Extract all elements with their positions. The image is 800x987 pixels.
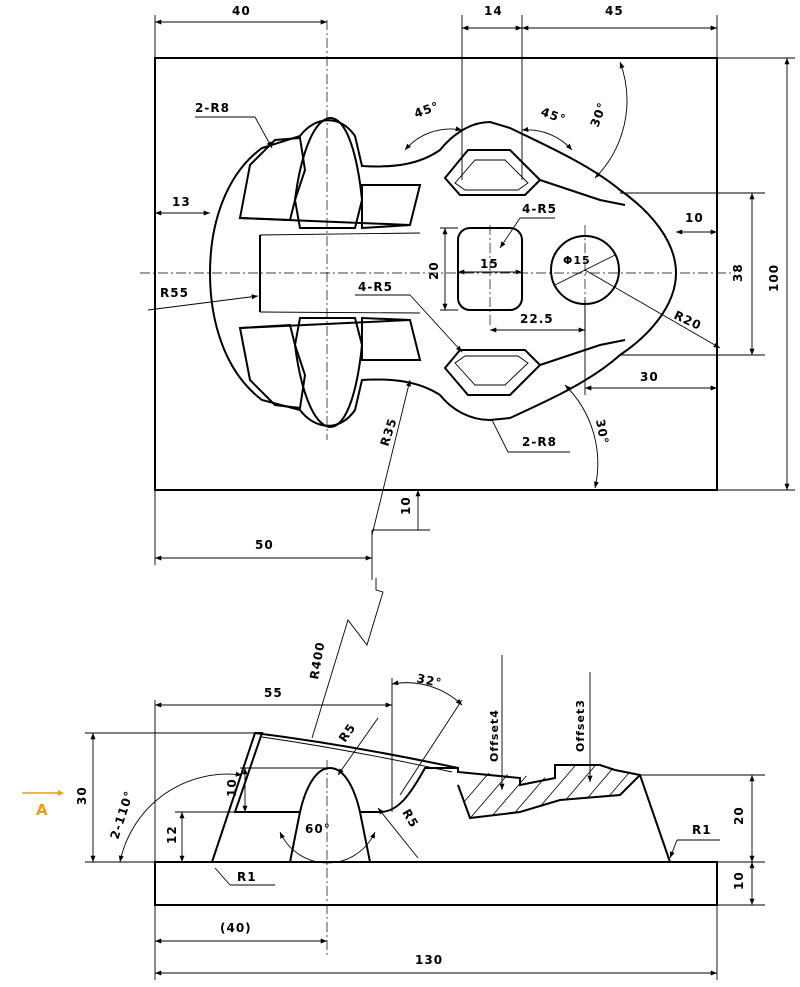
dim-10-base: 10: [732, 871, 746, 890]
lower-dome: [293, 317, 364, 429]
r400-arc: [254, 732, 459, 769]
label-r35: R35: [378, 416, 400, 448]
dim-15-slot: 15: [480, 257, 499, 271]
leader-line: [214, 867, 231, 886]
angle-arc-32: [391, 680, 463, 706]
leader-line: [147, 294, 259, 311]
upper-pocket-inner: [454, 159, 529, 191]
label-2-r8-bottom: 2-R8: [522, 435, 557, 449]
upper-pocket: [443, 149, 542, 196]
angle-30-bottom: 30°: [593, 418, 611, 446]
angle-arc-45-left: [404, 126, 463, 151]
r400-leader: [311, 578, 384, 739]
upper-dome: [293, 116, 364, 229]
leader-line: [371, 379, 411, 536]
dim-20-side: 20: [732, 806, 746, 825]
plate-outline: [154, 57, 718, 491]
leader-line: [254, 116, 273, 149]
angle-arc-45-right: [521, 126, 573, 151]
lower-wedge: [361, 316, 422, 361]
upper-wedge: [361, 184, 422, 230]
label-r1-right: R1: [692, 823, 712, 837]
leader-line: [337, 717, 379, 776]
dim-130: 130: [415, 953, 443, 967]
lower-lobe: [238, 323, 307, 410]
dim-45: 45: [605, 4, 624, 18]
angle-arc-30-bottom: [564, 384, 599, 489]
dim-12: 12: [165, 825, 179, 844]
label-phi15: Φ15: [563, 254, 591, 267]
label-r5-top: R5: [336, 721, 359, 745]
top-view: 40 14 45 45° 45° 30° 2-R8 13 R55 4-R5: [140, 4, 795, 580]
right-wing-upper: [539, 179, 626, 206]
angle-45-left: 45°: [412, 99, 441, 121]
ext-line: [399, 699, 463, 796]
angle-arc-30-top: [594, 61, 628, 179]
dim-38: 38: [731, 263, 745, 282]
leader-line: [377, 807, 419, 859]
leader-line: [669, 839, 678, 859]
view-marker-a: A: [36, 801, 48, 819]
r400-arc-inner: [261, 736, 453, 773]
label-r55: R55: [160, 286, 189, 300]
label-4-r5-top: 4-R5: [522, 202, 557, 216]
dim-10-right: 10: [685, 211, 704, 225]
label-offset3: Offset3: [574, 699, 587, 752]
angle-60: 60°: [305, 822, 331, 836]
label-r5-bottom: R5: [399, 807, 421, 831]
lower-inner-edge2: [259, 311, 421, 314]
lower-pocket: [443, 349, 542, 396]
upper-lobe: [238, 136, 307, 222]
dim-30: 30: [640, 370, 659, 384]
dim-22-5: 22.5: [520, 312, 554, 326]
hatched-outline: [457, 774, 641, 820]
dim-30-side: 30: [75, 786, 89, 805]
lower-inner-edge: [239, 319, 411, 329]
dim-40-ref: (40): [220, 921, 252, 935]
hatched-section: [458, 765, 640, 818]
leader-line: [584, 269, 721, 349]
label-offset4: Offset4: [488, 709, 501, 762]
dim-13: 13: [172, 195, 191, 209]
dim-100: 100: [767, 264, 781, 292]
angle-30-top: 30°: [588, 100, 610, 129]
leader-line: [409, 294, 463, 353]
leader-line: [499, 217, 521, 249]
angle-2-110: 2-110°: [108, 789, 137, 841]
label-4-r5-bottom: 4-R5: [358, 280, 393, 294]
leader-line: [491, 419, 509, 453]
lower-pocket-inner: [454, 355, 529, 386]
angle-45-right: 45°: [539, 105, 568, 127]
leg-right: [359, 811, 371, 863]
dim-20: 20: [427, 261, 441, 280]
dim-55: 55: [264, 686, 283, 700]
base-plate: [154, 861, 718, 906]
rounded-slot: [457, 227, 523, 311]
side-profile: [211, 732, 671, 863]
label-2-r8-top: 2-R8: [195, 101, 230, 115]
view-arrow-head: [58, 790, 64, 796]
side-view: 55 R400 32° R5 R5 60° 10 12 30 2-110°: [22, 578, 765, 980]
right-wing-lower: [539, 339, 626, 366]
angle-32: 32°: [415, 671, 443, 690]
upper-inner-edge2: [259, 232, 421, 236]
label-r400: R400: [307, 640, 327, 680]
angle-arc-60: [279, 831, 376, 864]
label-r1-left: R1: [237, 870, 257, 884]
dim-50: 50: [255, 538, 274, 552]
dim-10-bottom: 10: [399, 496, 413, 515]
dim-10-mid: 10: [225, 778, 239, 797]
angle-arc-2-110: [118, 771, 243, 863]
dim-14: 14: [484, 4, 503, 18]
upper-inner-edge: [239, 217, 411, 226]
dim-40: 40: [232, 4, 251, 18]
